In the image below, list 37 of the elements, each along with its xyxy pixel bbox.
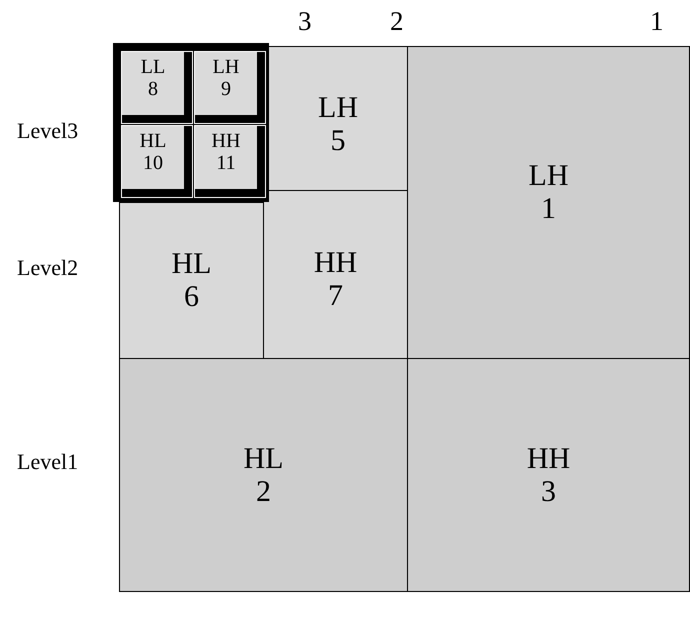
- subband-box: [407, 358, 690, 592]
- subband-box: [121, 125, 193, 198]
- subband-label: 1: [541, 192, 556, 225]
- subband-label: LH: [528, 159, 568, 192]
- subband-label: HL: [172, 247, 212, 280]
- subband-box: [268, 46, 408, 191]
- level-number: 1: [650, 8, 664, 35]
- subband-label: 8: [148, 78, 158, 100]
- level-number: 3: [298, 8, 312, 35]
- subband-label: LH: [318, 91, 358, 124]
- subband-box: [407, 46, 690, 359]
- level-label: Level3: [17, 120, 78, 142]
- subband-box: [119, 358, 408, 592]
- subband-label: 6: [184, 280, 199, 313]
- subband-label: 11: [216, 152, 236, 174]
- subband-box: [119, 202, 264, 359]
- subband-box: [121, 51, 193, 124]
- subband-label: HH: [526, 442, 570, 475]
- subband-label: LH: [212, 56, 240, 78]
- level-label: Level1: [17, 451, 78, 473]
- subband-label: 2: [256, 475, 271, 508]
- subband-label: HL: [244, 442, 284, 475]
- subband-label: HH: [314, 246, 358, 279]
- subband-box: [194, 125, 266, 198]
- frame-box: [113, 43, 269, 202]
- subband-label: HH: [212, 130, 240, 152]
- subband-label: HL: [140, 130, 166, 152]
- subband-label: LL: [140, 56, 166, 78]
- level-number: 2: [390, 8, 404, 35]
- subband-label: 5: [330, 124, 346, 157]
- level-label: Level2: [17, 257, 78, 279]
- subband-label: 9: [221, 78, 231, 100]
- subband-box: [194, 51, 266, 124]
- subband-label: 10: [143, 152, 163, 174]
- subband-label: 7: [328, 279, 343, 312]
- subband-box: [263, 190, 408, 359]
- subband-label: 3: [541, 475, 556, 508]
